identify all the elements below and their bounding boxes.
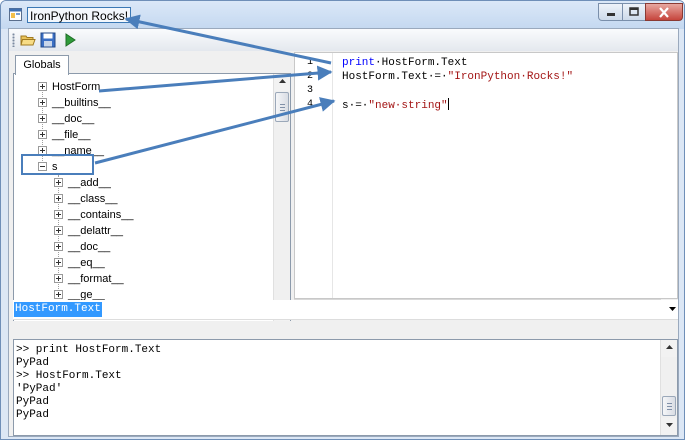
globals-tree[interactable]: HostForm__builtins____doc____file____nam… <box>14 74 273 322</box>
tree-node-label: __contains__ <box>68 209 134 221</box>
open-folder-icon[interactable] <box>19 31 37 49</box>
chevron-down-icon <box>665 423 673 427</box>
tree-node-label: __class__ <box>68 193 118 205</box>
tree-node-label: __ge__ <box>68 289 105 301</box>
scroll-up-arrow[interactable] <box>661 340 677 357</box>
tree-vertical-scrollbar[interactable] <box>273 74 290 322</box>
expand-icon[interactable] <box>54 242 63 251</box>
panel-splitter[interactable] <box>13 321 678 339</box>
output-vertical-scrollbar[interactable] <box>660 340 677 435</box>
close-icon <box>659 7 669 18</box>
expression-combobox-value[interactable]: HostForm.Text <box>14 302 102 317</box>
code-text: s·=· <box>342 100 369 112</box>
output-line: PyPad <box>16 357 50 369</box>
output-line: PyPad <box>16 396 50 408</box>
left-panel: Globals HostForm __builtins__ __doc__ __fil… <box>11 52 291 323</box>
expand-icon[interactable] <box>38 130 47 139</box>
output-scroll-thumb[interactable] <box>662 396 676 416</box>
dropdown-arrow-icon[interactable] <box>669 307 676 311</box>
title-bar[interactable]: IronPython Rocks! <box>1 1 684 29</box>
tree-node-label: __doc__ <box>68 241 111 253</box>
tree-node-label: HostForm <box>52 81 101 93</box>
run-icon[interactable] <box>61 31 79 49</box>
client-area: Globals HostForm __builtins__ __doc__ __fil… <box>8 28 679 437</box>
highlight-box <box>21 154 94 175</box>
code-line[interactable]: print·HostForm.Text <box>342 56 467 70</box>
expand-icon[interactable] <box>54 210 63 219</box>
code-string: "new·string" <box>368 100 448 112</box>
expand-icon[interactable] <box>54 274 63 283</box>
output-line: PyPad <box>16 409 50 421</box>
line-number-gutter: 1 2 3 4 <box>295 53 333 298</box>
expand-icon[interactable] <box>54 290 63 299</box>
code-editor[interactable]: 1 2 3 4 print·HostForm.Text HostForm.Tex… <box>294 52 678 299</box>
save-icon[interactable] <box>39 31 57 49</box>
expand-icon[interactable] <box>38 114 47 123</box>
toolbar <box>9 29 678 51</box>
chevron-up-icon <box>278 79 286 83</box>
app-icon <box>9 8 22 21</box>
expand-icon[interactable] <box>38 82 47 91</box>
window-title: IronPython Rocks! <box>27 7 132 23</box>
text-caret <box>447 98 449 110</box>
line-number: 1 <box>306 57 313 68</box>
line-number: 2 <box>306 71 313 82</box>
output-line: >> print HostForm.Text <box>16 344 162 356</box>
tree-scroll-thumb[interactable] <box>275 92 289 122</box>
code-text: ·HostForm.Text <box>375 57 468 69</box>
tree-node-label: __eq__ <box>68 257 105 269</box>
close-button[interactable] <box>645 3 683 21</box>
output-line: 'PyPad' <box>16 383 63 395</box>
expand-icon[interactable] <box>54 226 63 235</box>
tree-node-label: __doc__ <box>52 113 95 125</box>
tab-globals[interactable]: Globals <box>15 55 69 75</box>
code-string: "IronPython·Rocks!" <box>447 71 574 83</box>
globals-tree-frame: HostForm__builtins____doc____file____nam… <box>13 73 291 323</box>
code-line[interactable]: HostForm.Text·=·"IronPython·Rocks!" <box>342 70 573 84</box>
expand-icon[interactable] <box>38 98 47 107</box>
line-number: 3 <box>306 85 313 96</box>
expand-icon[interactable] <box>54 194 63 203</box>
line-number: 4 <box>306 99 313 110</box>
output-line: >> HostForm.Text <box>16 370 122 382</box>
toolbar-grip[interactable] <box>12 33 15 47</box>
minimize-button[interactable] <box>598 3 623 21</box>
expand-icon[interactable] <box>54 178 63 187</box>
expand-icon[interactable] <box>54 258 63 267</box>
tree-node-label: __format__ <box>68 273 124 285</box>
chevron-up-icon <box>665 345 673 349</box>
tree-node-label: __file__ <box>52 129 91 141</box>
tree-node-label: s <box>52 161 58 173</box>
tree-node-label: __delattr__ <box>68 225 124 237</box>
scroll-down-arrow[interactable] <box>661 418 677 435</box>
code-keyword: print <box>342 57 376 69</box>
minimize-icon <box>606 13 615 16</box>
code-text: HostForm.Text·=· <box>342 71 448 83</box>
code-line[interactable]: s·=·"new·string" <box>342 98 449 112</box>
maximize-icon <box>629 7 639 16</box>
tree-node-label: __builtins__ <box>52 97 111 109</box>
maximize-button[interactable] <box>622 3 646 21</box>
scroll-up-arrow[interactable] <box>274 74 290 91</box>
expression-combobox[interactable]: HostForm.Text <box>13 300 678 320</box>
tree-node-label: __add__ <box>68 177 111 189</box>
collapse-icon[interactable] <box>38 162 47 171</box>
